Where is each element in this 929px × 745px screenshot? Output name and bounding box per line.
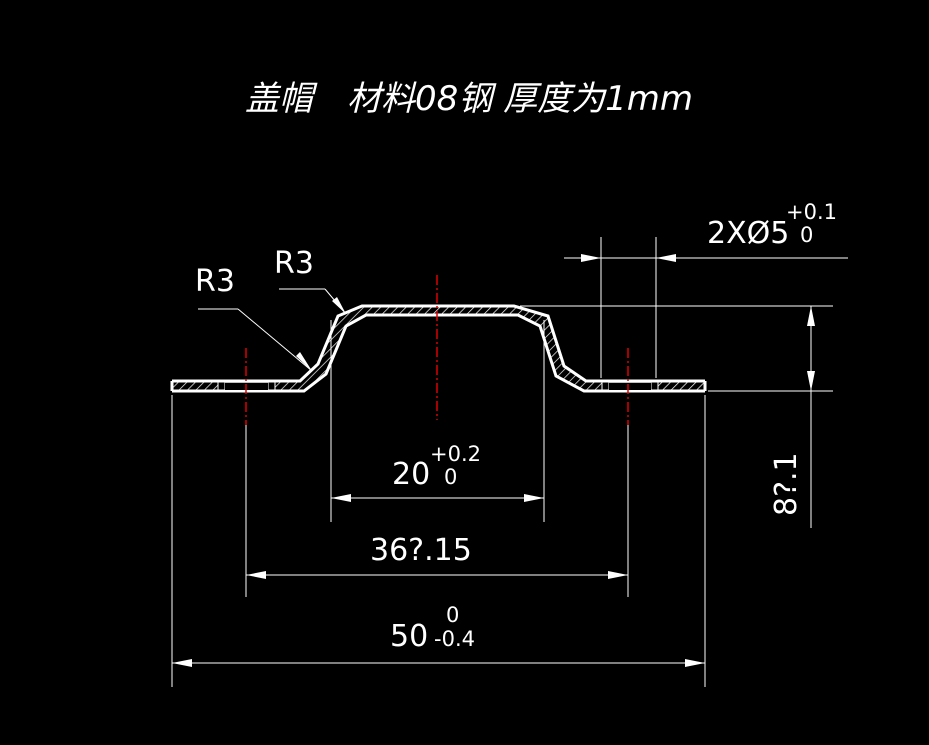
dim-inner-tol-upper: +0.2 <box>430 442 481 466</box>
dim-total-main: 50 <box>390 619 428 654</box>
dim-inner-width: 20 +0.2 0 <box>331 442 544 502</box>
right-hole-edge-b <box>650 381 659 391</box>
radius-top-label: R3 <box>274 246 314 281</box>
inner-profile <box>172 313 705 393</box>
section-hatch <box>172 306 705 391</box>
dim-holes-text: 36?.15 <box>370 533 472 568</box>
left-hole-edge-a <box>217 381 226 391</box>
holes-callout-main: 2XØ5 <box>707 216 789 251</box>
center-lines <box>245 275 629 425</box>
dim-holes-callout: 2XØ5 +0.1 0 <box>564 200 848 262</box>
radius-leaders: R3 R3 <box>195 246 347 372</box>
dim-height: 8?.1 <box>769 306 815 528</box>
dim-height-text: 8?.1 <box>769 452 804 516</box>
right-hole <box>609 382 651 390</box>
left-hole-edge-b <box>267 381 276 391</box>
dim-hole-spacing: 36?.15 <box>246 533 628 579</box>
holes-tol-lower: 0 <box>800 223 813 247</box>
extension-lines <box>171 237 833 687</box>
holes-tol-upper: +0.1 <box>786 200 837 224</box>
dim-inner-tol-lower: 0 <box>444 465 457 489</box>
radius-left-label: R3 <box>195 264 235 299</box>
dim-inner-main: 20 <box>392 457 430 492</box>
dim-total-width: 50 0 -0.4 <box>172 603 705 667</box>
drawing-title: 盖帽 材料08钢 厚度为1mm <box>245 79 693 119</box>
part-section <box>170 304 707 393</box>
dim-total-tol-lower: -0.4 <box>434 627 475 651</box>
dim-total-tol-upper: 0 <box>446 603 459 627</box>
right-hole-edge-a <box>601 381 610 391</box>
outer-profile <box>172 304 705 383</box>
